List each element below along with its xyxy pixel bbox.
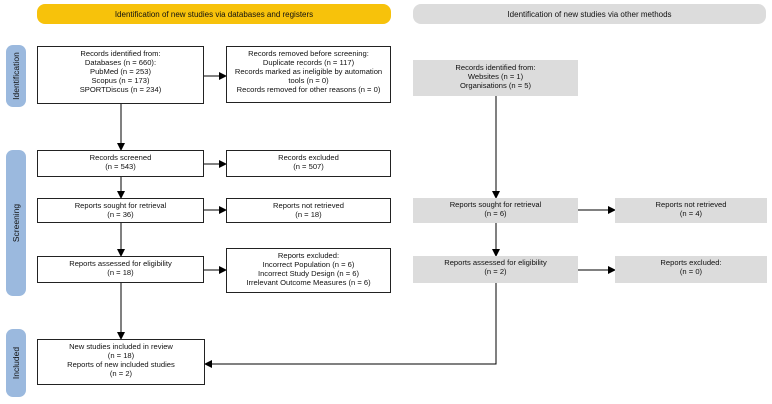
box-line: (n = 0) — [679, 267, 703, 276]
records-identified-box: Records identified from: Databases (n = … — [37, 46, 204, 104]
reports-not-retrieved-box: Reports not retrieved (n = 18) — [226, 198, 391, 223]
phase-included: Included — [6, 329, 26, 397]
box-line: tools (n = 0) — [288, 76, 329, 85]
box-line: (n = 18) — [295, 210, 322, 219]
box-line: Databases (n = 660): — [84, 58, 157, 67]
box-line: Organisations (n = 5) — [459, 81, 532, 90]
box-line: Records removed before screening: — [248, 49, 369, 58]
box-line: Reports excluded: — [660, 258, 722, 267]
records-removed-box: Records removed before screening: Duplic… — [226, 46, 391, 103]
box-line: Records identified from: — [80, 49, 161, 58]
box-line: Records excluded — [278, 153, 339, 162]
reports-excluded-box: Reports excluded: Incorrect Population (… — [226, 248, 391, 293]
box-line: Reports assessed for eligibility — [69, 259, 172, 268]
box-line: Records identified from: — [455, 63, 536, 72]
phase-identification: Identification — [6, 45, 26, 107]
box-line: (n = 18) — [107, 268, 134, 277]
box-line: (n = 36) — [107, 210, 134, 219]
box-line: (n = 18) — [107, 351, 135, 360]
box-line: Records screened — [89, 153, 152, 162]
box-line: Reports not retrieved — [273, 201, 344, 210]
arrow-other-assessed-to-included — [204, 283, 497, 368]
records-screened-box: Records screened (n = 543) — [37, 150, 204, 177]
box-line: (n = 2) — [109, 369, 133, 378]
box-line: SPORTDiscus (n = 234) — [79, 85, 162, 94]
other-reports-sought-box: Reports sought for retrieval (n = 6) — [413, 198, 578, 223]
box-line: Reports excluded: — [277, 251, 340, 260]
header-other-methods: Identification of new studies via other … — [413, 4, 766, 24]
box-line: Reports of new included studies — [67, 360, 175, 369]
box-line: Records marked as ineligible by automati… — [234, 67, 383, 76]
box-line: Reports sought for retrieval — [74, 201, 167, 210]
box-line: Reports assessed for eligibility — [444, 258, 547, 267]
studies-included-box: New studies included in review (n = 18) … — [37, 339, 205, 385]
box-line: Reports sought for retrieval — [449, 200, 542, 209]
box-line: Incorrect Population (n = 6) — [262, 260, 355, 269]
other-records-identified-box: Records identified from: Websites (n = 1… — [413, 60, 578, 96]
box-line: Irrelevant Outcome Measures (n = 6) — [246, 278, 371, 287]
box-line: (n = 507) — [293, 162, 324, 171]
box-line: PubMed (n = 253) — [90, 67, 151, 76]
reports-assessed-box: Reports assessed for eligibility (n = 18… — [37, 256, 204, 283]
box-line: (n = 6) — [484, 209, 507, 218]
box-line: Scopus (n = 173) — [91, 76, 150, 85]
reports-sought-box: Reports sought for retrieval (n = 36) — [37, 198, 204, 223]
box-line: Incorrect Study Design (n = 6) — [257, 269, 360, 278]
other-reports-not-retrieved-box: Reports not retrieved (n = 4) — [615, 198, 767, 223]
box-line: (n = 4) — [679, 209, 703, 218]
box-line: Websites (n = 1) — [467, 72, 524, 81]
box-line: (n = 2) — [484, 267, 507, 276]
other-reports-assessed-box: Reports assessed for eligibility (n = 2) — [413, 256, 578, 283]
other-reports-excluded-box: Reports excluded: (n = 0) — [615, 256, 767, 283]
header-databases: Identification of new studies via databa… — [37, 4, 391, 24]
box-line: New studies included in review — [69, 342, 173, 351]
box-line: Records removed for other reasons (n = 0… — [236, 85, 381, 94]
box-line: Reports not retrieved — [655, 200, 727, 209]
records-excluded-box: Records excluded (n = 507) — [226, 150, 391, 177]
phase-screening: Screening — [6, 150, 26, 296]
box-line: Duplicate records (n = 117) — [262, 58, 355, 67]
box-line: (n = 543) — [105, 162, 136, 171]
